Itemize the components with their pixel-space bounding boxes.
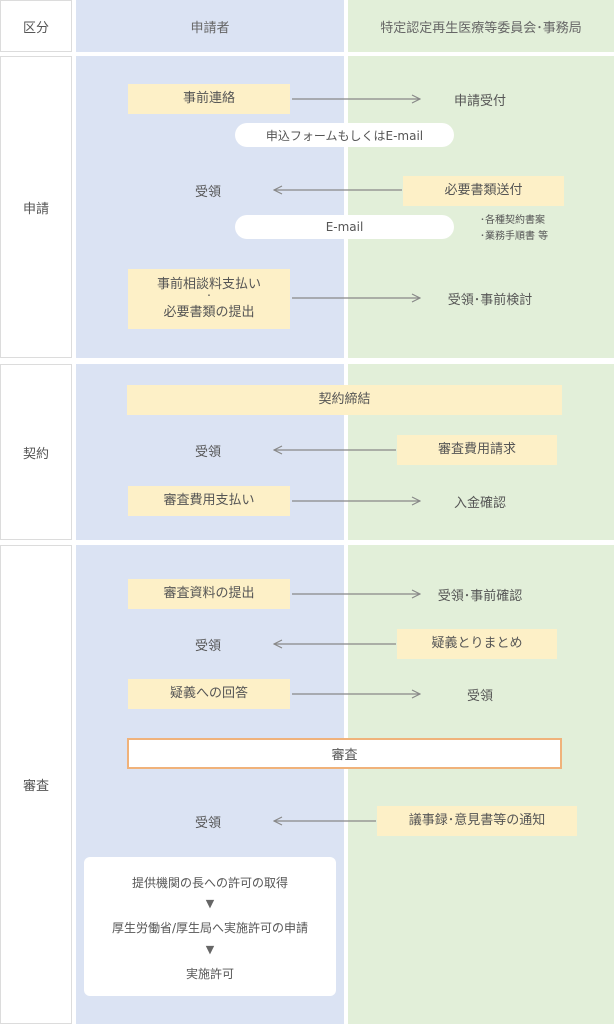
doc-note-1: ･各種契約書案 (480, 215, 545, 226)
submit-materials-box: 審査資料の提出 (128, 579, 290, 609)
header-committee: 特定認定再生医療等委員会･事務局 (348, 0, 614, 52)
answer-questions-text: 疑義への回答 (169, 686, 248, 702)
panel-arrow-2: ▼ (205, 943, 215, 956)
review-receive-2-label: 受領 (466, 688, 493, 704)
header-applicant-text: 申請者 (190, 20, 230, 36)
form-or-email-text: 申込フォームもしくはE-mail (265, 128, 424, 143)
fee-payment-text: 審査費用支払い (163, 493, 255, 509)
minutes-notice-box: 議事録･意見書等の通知 (377, 806, 577, 836)
receive-prior-confirm-label: 受領･事前確認 (437, 588, 523, 604)
section-contract-label: 契約 (0, 364, 72, 540)
accept-application-label: 申請受付 (453, 93, 506, 109)
receive-1-label: 受領 (194, 184, 221, 200)
consult-fee-box: 事前相談料支払い ･ 必要書類の提出 (128, 269, 290, 329)
review-receive-3-label: 受領 (194, 815, 221, 831)
receive-prior-confirm-text: 受領･事前確認 (420, 582, 540, 606)
review-receive-3-text: 受領 (168, 809, 248, 833)
consult-fee-line1: 事前相談料支払い (156, 277, 261, 292)
consult-fee-line2: 必要書類の提出 (163, 305, 255, 320)
questions-summary-text: 疑義とりまとめ (431, 636, 523, 652)
review-receive-1-label: 受領 (194, 638, 221, 654)
review-box: 審査 (127, 738, 562, 769)
send-documents-box: 必要書類送付 (403, 176, 564, 206)
contract-receive-label: 受領 (194, 444, 221, 460)
email-pill: E-mail (235, 215, 454, 239)
header-committee-text: 特定認定再生医療等委員会･事務局 (380, 20, 582, 36)
contract-receive-text: 受領 (168, 438, 248, 462)
fee-payment-box: 審査費用支払い (128, 486, 290, 516)
section-review-text: 審査 (22, 779, 49, 794)
receive-prior-review-label: 受領･事前検討 (447, 292, 533, 308)
receive-prior-review-text: 受領･事前検討 (420, 286, 560, 310)
section-application-text: 申請 (22, 201, 49, 217)
payment-confirm-text: 入金確認 (420, 489, 540, 513)
fee-request-box: 審査費用請求 (397, 435, 557, 465)
section-application-label: 申請 (0, 56, 72, 358)
header-applicant: 申請者 (76, 0, 344, 52)
submit-materials-text: 審査資料の提出 (163, 586, 255, 602)
header-category-text: 区分 (22, 20, 49, 36)
review-receive-2-text: 受領 (440, 682, 520, 706)
fee-request-text: 審査費用請求 (437, 442, 516, 458)
panel-line-1: 提供機関の長への許可の取得 (131, 876, 288, 890)
minutes-notice-text: 議事録･意見書等の通知 (408, 813, 546, 829)
review-committee-lane (348, 545, 614, 1024)
review-box-text: 審査 (331, 748, 358, 763)
permission-steps-panel: 提供機関の長への許可の取得 ▼ 厚生労働省/厚生局へ実施許可の申請 ▼ 実施許可 (84, 857, 336, 996)
panel-line-2: 厚生労働省/厚生局へ実施許可の申請 (111, 921, 309, 935)
contract-conclusion-box: 契約締結 (127, 385, 562, 415)
send-documents-text: 必要書類送付 (444, 183, 523, 199)
consult-fee-dot: ･ (206, 291, 212, 302)
prior-contact-box: 事前連絡 (128, 84, 290, 114)
accept-application-text: 申請受付 (420, 86, 540, 112)
doc-note-2: ･業務手順書 等 (480, 231, 549, 242)
application-committee-lane (348, 56, 614, 358)
review-receive-1-text: 受領 (168, 632, 248, 656)
contract-conclusion-text: 契約締結 (318, 392, 371, 408)
header-category: 区分 (0, 0, 72, 52)
document-notes: ･各種契約書案 ･業務手順書 等 (480, 213, 600, 245)
panel-arrow-1: ▼ (205, 897, 215, 910)
section-contract-text: 契約 (22, 446, 49, 462)
payment-confirm-label: 入金確認 (453, 495, 506, 511)
form-or-email-pill: 申込フォームもしくはE-mail (235, 123, 454, 147)
prior-contact-text: 事前連絡 (182, 91, 235, 107)
email-text: E-mail (325, 220, 364, 234)
questions-summary-box: 疑義とりまとめ (397, 629, 557, 659)
section-review-label: 審査 (0, 545, 72, 1024)
answer-questions-box: 疑義への回答 (128, 679, 290, 709)
panel-line-3: 実施許可 (185, 967, 234, 981)
receive-1-text: 受領 (168, 178, 248, 202)
